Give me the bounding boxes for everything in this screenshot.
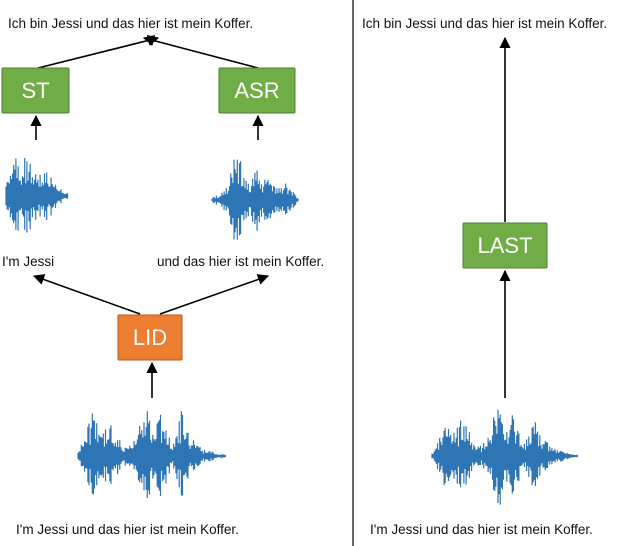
asr-box-label: ASR	[234, 78, 279, 103]
right-bottom-source: I'm Jessi und das hier ist mein Koffer.	[370, 522, 593, 537]
left-bottom-source: I'm Jessi und das hier ist mein Koffer.	[16, 522, 239, 537]
waveform-signal	[211, 159, 299, 240]
cascaded-pipeline-panel: Ich bin Jessi und das hier ist mein Koff…	[1, 16, 324, 537]
right-top-translation: Ich bin Jessi und das hier ist mein Koff…	[362, 16, 607, 31]
waveform-signal	[5, 158, 69, 233]
lid-box: LID	[117, 314, 183, 361]
waveform-signal	[77, 411, 226, 498]
asr-box: ASR	[218, 67, 296, 114]
lid-box-label: LID	[133, 325, 167, 350]
waveform-signal	[431, 409, 578, 505]
left-top-translation: Ich bin Jessi und das hier ist mein Koff…	[8, 16, 253, 31]
arrow-lid-to-right-segment	[159, 274, 270, 315]
waveform-segment-1	[5, 158, 69, 233]
arrow-lid-to-left-segment	[32, 274, 141, 315]
waveform-input-left	[77, 411, 226, 498]
st-box: ST	[1, 67, 70, 114]
arrow-st-to-output	[37, 35, 160, 69]
st-box-label: ST	[21, 78, 49, 103]
arrow-asr-to-output	[142, 35, 259, 69]
last-box: LAST	[462, 222, 548, 269]
waveform-input-right	[431, 409, 578, 505]
segment-left-label: I'm Jessi	[2, 254, 54, 269]
segment-right-label: und das hier ist mein Koffer.	[157, 254, 324, 269]
last-box-label: LAST	[477, 233, 532, 258]
waveform-segment-2	[211, 159, 299, 240]
end-to-end-panel: Ich bin Jessi und das hier ist mein Koff…	[362, 16, 607, 537]
